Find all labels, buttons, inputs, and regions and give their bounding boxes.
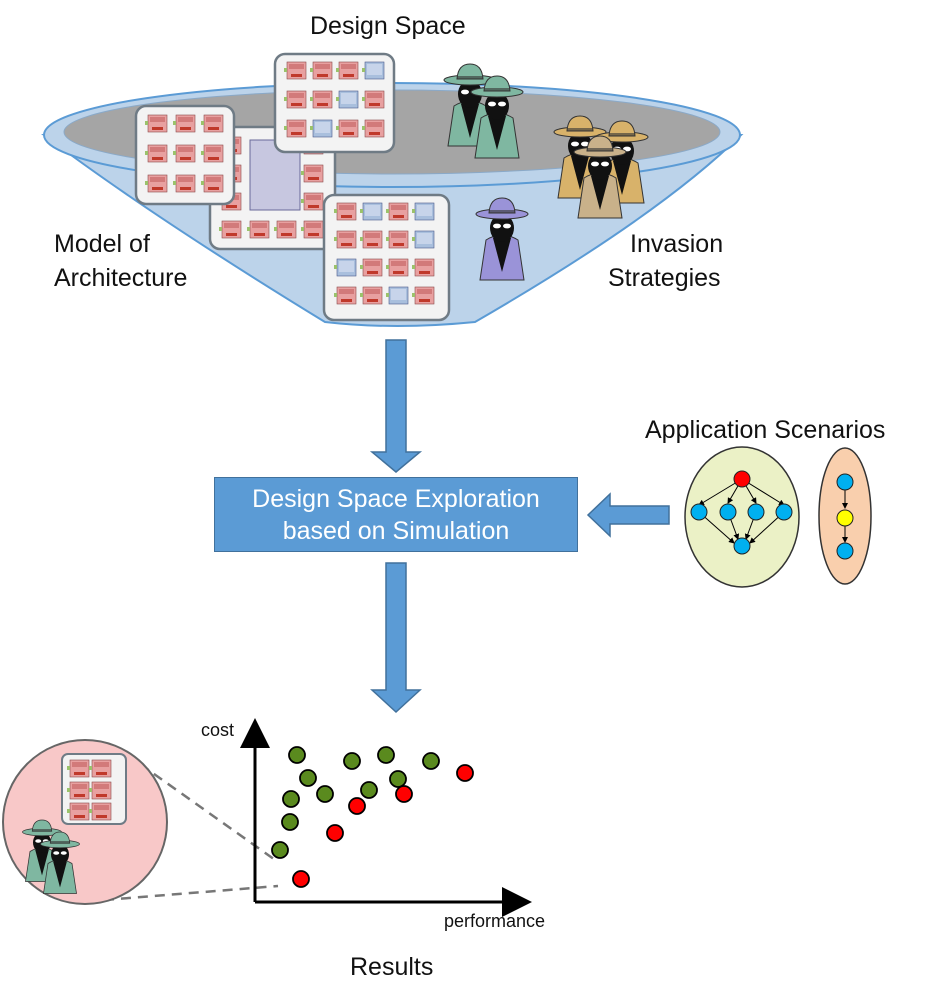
task-graph-icon [684, 446, 800, 588]
chip-card-center [208, 125, 337, 251]
cost-axis-label: cost [201, 720, 235, 740]
scatter-point-red [292, 870, 310, 888]
scatter-point-red [456, 764, 474, 782]
scatter-point-red [395, 785, 413, 803]
task-graph-icon [818, 447, 872, 585]
scatter-point-green [343, 752, 361, 770]
scatter-axes [240, 718, 532, 917]
chip-card-right [322, 193, 451, 322]
scatter-point-green [316, 785, 334, 803]
design-space-label: Design Space [310, 12, 466, 40]
scatter-point-green [271, 841, 289, 859]
scatter-point-green [360, 781, 378, 799]
scatter-point-green [299, 769, 317, 787]
scatter-point-green [281, 813, 299, 831]
scatter-point-red [326, 824, 344, 842]
scatter-points [271, 746, 474, 888]
performance-axis-label: performance [444, 911, 546, 931]
arrow-apps-to-dse [586, 492, 670, 538]
scatter-point-green [377, 746, 395, 764]
app-scenarios-label: Application Scenarios [645, 416, 886, 444]
dse-box: Design Space Exploration based on Simula… [214, 477, 578, 552]
chip-card-left [134, 104, 236, 206]
invasion-label-line2: Strategies [608, 264, 721, 292]
scatter-point-green [389, 770, 407, 788]
scatter-point-green [288, 746, 306, 764]
scatter-point-red [348, 797, 366, 815]
dse-line1: Design Space Exploration [252, 484, 540, 513]
scatter-point-green [282, 790, 300, 808]
zoom-circle [2, 739, 279, 905]
model-label-line1: Model of [54, 230, 150, 258]
results-label: Results [350, 953, 434, 981]
scatter-point-green [422, 752, 440, 770]
dse-line2: based on Simulation [282, 516, 510, 545]
model-label-line2: Architecture [54, 264, 188, 292]
arrow-dse-to-results [370, 562, 422, 714]
invasion-label-line1: Invasion [630, 230, 724, 258]
chip-card-top [273, 52, 396, 154]
arrow-funnel-to-dse [369, 339, 423, 473]
